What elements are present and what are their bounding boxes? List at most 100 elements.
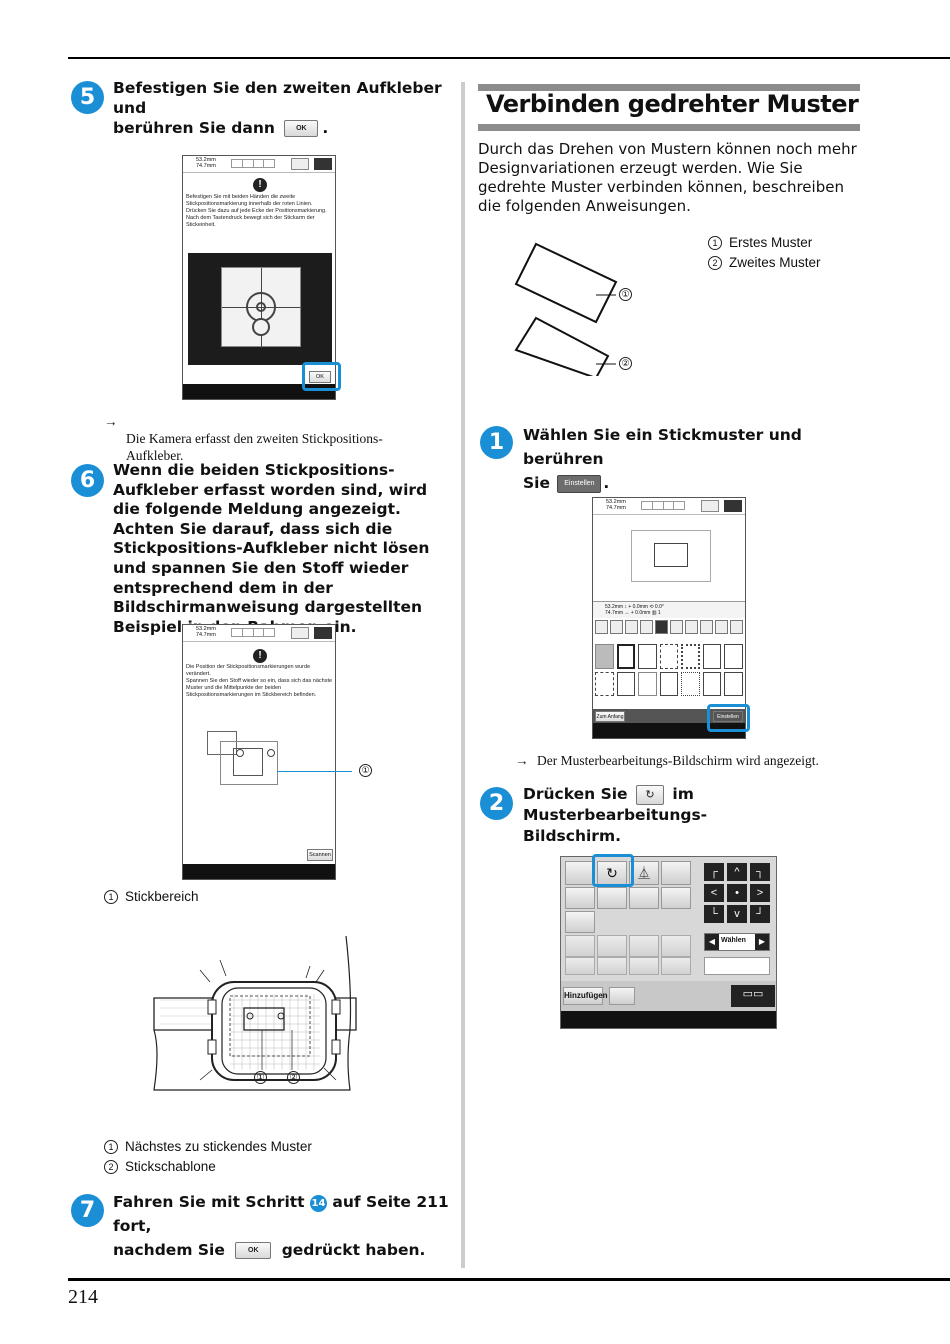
back-button[interactable]: Zum Anfang [595,711,625,722]
copy-icon[interactable] [565,887,595,909]
mirror-icon[interactable]: ⏅ [629,861,659,885]
pattern-callout-1: ① [619,288,632,301]
header-bar-top [478,84,860,91]
density-icon[interactable] [661,861,691,885]
screen-bottom-bar [183,384,335,399]
step-badge-r2: 2 [480,787,513,820]
set-key: Einstellen [557,474,602,493]
zoom-buttons[interactable] [231,628,275,637]
blank-icon[interactable] [629,887,659,909]
arrow-up-icon[interactable]: ^ [727,863,747,881]
rehoop-screen: 53.2mm 74.7mm ! Die Position der Stickpo… [182,624,336,880]
step-r2-part2: im Musterbearbeitungs- [523,785,708,824]
text-abc3-icon[interactable] [661,957,691,975]
step-r1-line2: Sie [523,474,550,492]
text-abc-icon[interactable] [597,957,627,975]
embroidery-area [220,741,278,785]
zoom-buttons[interactable] [231,159,275,168]
size-icon[interactable] [565,861,595,885]
legend-num: 2 [708,256,722,270]
arrow-down-icon[interactable]: v [727,905,747,923]
rotate-key-icon: ↻ [635,784,664,805]
step-5-line1: Befestigen Sie den zweiten Aufkleber und [113,79,442,117]
layer-icon[interactable] [661,887,691,909]
edit-action-row: Hinzufügen ▭▭ [561,981,776,1011]
edit-screen: ↻ ⏅ ┌ ^ ┐ < • > └ v ┘ ◀ Wählen ▶ Hinzufü… [560,856,777,1029]
text-cut-icon[interactable] [661,935,691,957]
legend-item: 1 Nächstes zu stickendes Muster [104,1137,312,1157]
hoop-callout-1: ① [254,1071,267,1084]
set-highlight [707,704,750,732]
home-icon[interactable] [314,158,332,170]
pattern-callout-2: ② [619,357,632,370]
previous-pattern [207,731,237,755]
column-divider [461,82,465,1268]
center-icon[interactable]: • [727,884,747,902]
ok-key: OK [284,120,319,137]
step-badge-5: 5 [71,81,104,114]
arrow-down-right-icon[interactable]: ┘ [750,905,770,923]
select-all-icon[interactable] [704,957,770,975]
screen-icon[interactable] [291,158,309,170]
legend-num: 1 [104,890,118,904]
legend-num: 1 [104,1140,118,1154]
home-icon[interactable] [314,627,332,639]
arrow-right-icon[interactable]: > [750,884,770,902]
home-icon[interactable] [724,500,742,512]
callout-line [277,771,352,772]
text-case-icon[interactable] [565,957,595,975]
legend-text: Erstes Muster [729,235,813,250]
text-slant-icon[interactable] [597,935,627,957]
warning-icon: ! [253,178,267,192]
scan-button[interactable]: Scannen [307,849,333,861]
callout-1: ① [359,764,372,777]
warning-icon: ! [253,649,267,663]
step-7-line2a: nachdem Sie [113,1241,225,1259]
step-r2-text: Drücken Sie ↻ im Musterbearbeitungs- Bil… [523,784,853,847]
shield-icon[interactable] [565,911,595,933]
pattern-grid[interactable] [595,644,743,696]
zoom-buttons[interactable] [641,501,685,510]
arrow-left-icon[interactable]: < [704,884,724,902]
step-6-text: Wenn die beiden Stickpositions-Aufkleber… [113,461,430,636]
rotate-icon[interactable]: ↻ [597,861,627,885]
shape-category-row[interactable] [595,620,743,634]
select-control[interactable]: ◀ Wählen ▶ [704,933,770,951]
add-button[interactable]: Hinzufügen [563,987,608,1005]
dims-readout: 53.2mm 74.7mm [606,499,626,511]
screen-icon[interactable] [291,627,309,639]
arrow-down-left-icon[interactable]: └ [704,905,724,923]
screen-bottom-bar [183,864,335,879]
eraser-icon[interactable] [609,987,635,1005]
preview-pattern [654,543,688,567]
step-r1-result: →Der Musterbearbeitungs-Bildschirm wird … [515,752,867,769]
step-r1-period: . [603,474,610,492]
pattern-select-screen: 53.2mm 74.7mm 53.2mm ↕ + 0.0mm ⟲ 0.0° 74… [592,497,746,739]
select-next-icon[interactable]: ▶ [755,934,769,950]
arrow-up-left-icon[interactable]: ┌ [704,863,724,881]
camera-screen: 53.2mm 74.7mm ! Befestigen Sie mit beide… [182,155,336,400]
page-number: 214 [68,1286,98,1308]
section-title: Verbinden gedrehter Muster [486,90,859,118]
memory-icon[interactable]: ▭▭ [731,985,775,1007]
text-arc-icon[interactable] [565,935,595,957]
legend-text: Nächstes zu stickendes Muster [125,1139,312,1154]
camera-view [188,253,332,365]
select-prev-icon[interactable]: ◀ [705,934,719,950]
set-button[interactable]: Einstellen [713,711,743,722]
ok-button[interactable]: OK [309,371,331,383]
arrow-up-right-icon[interactable]: ┐ [750,863,770,881]
step-7-part1: Fahren Sie mit Schritt [113,1193,305,1211]
hoop-diagram [153,935,357,1091]
top-rule [68,57,950,59]
text-spacing-icon[interactable] [629,935,659,957]
screen-message: Die Position der Stickpositionsmarkierun… [186,664,333,698]
intro-text: Durch das Drehen von Mustern können noch… [478,140,857,215]
screen-icon[interactable] [701,500,719,512]
header-bar-bottom [478,124,860,131]
step-badge-6: 6 [71,464,104,497]
step-5-result: →Die Kamera erfasst den zweiten Stickpos… [104,413,446,464]
text-abc2-icon[interactable] [629,957,659,975]
grid-icon[interactable] [597,887,627,909]
